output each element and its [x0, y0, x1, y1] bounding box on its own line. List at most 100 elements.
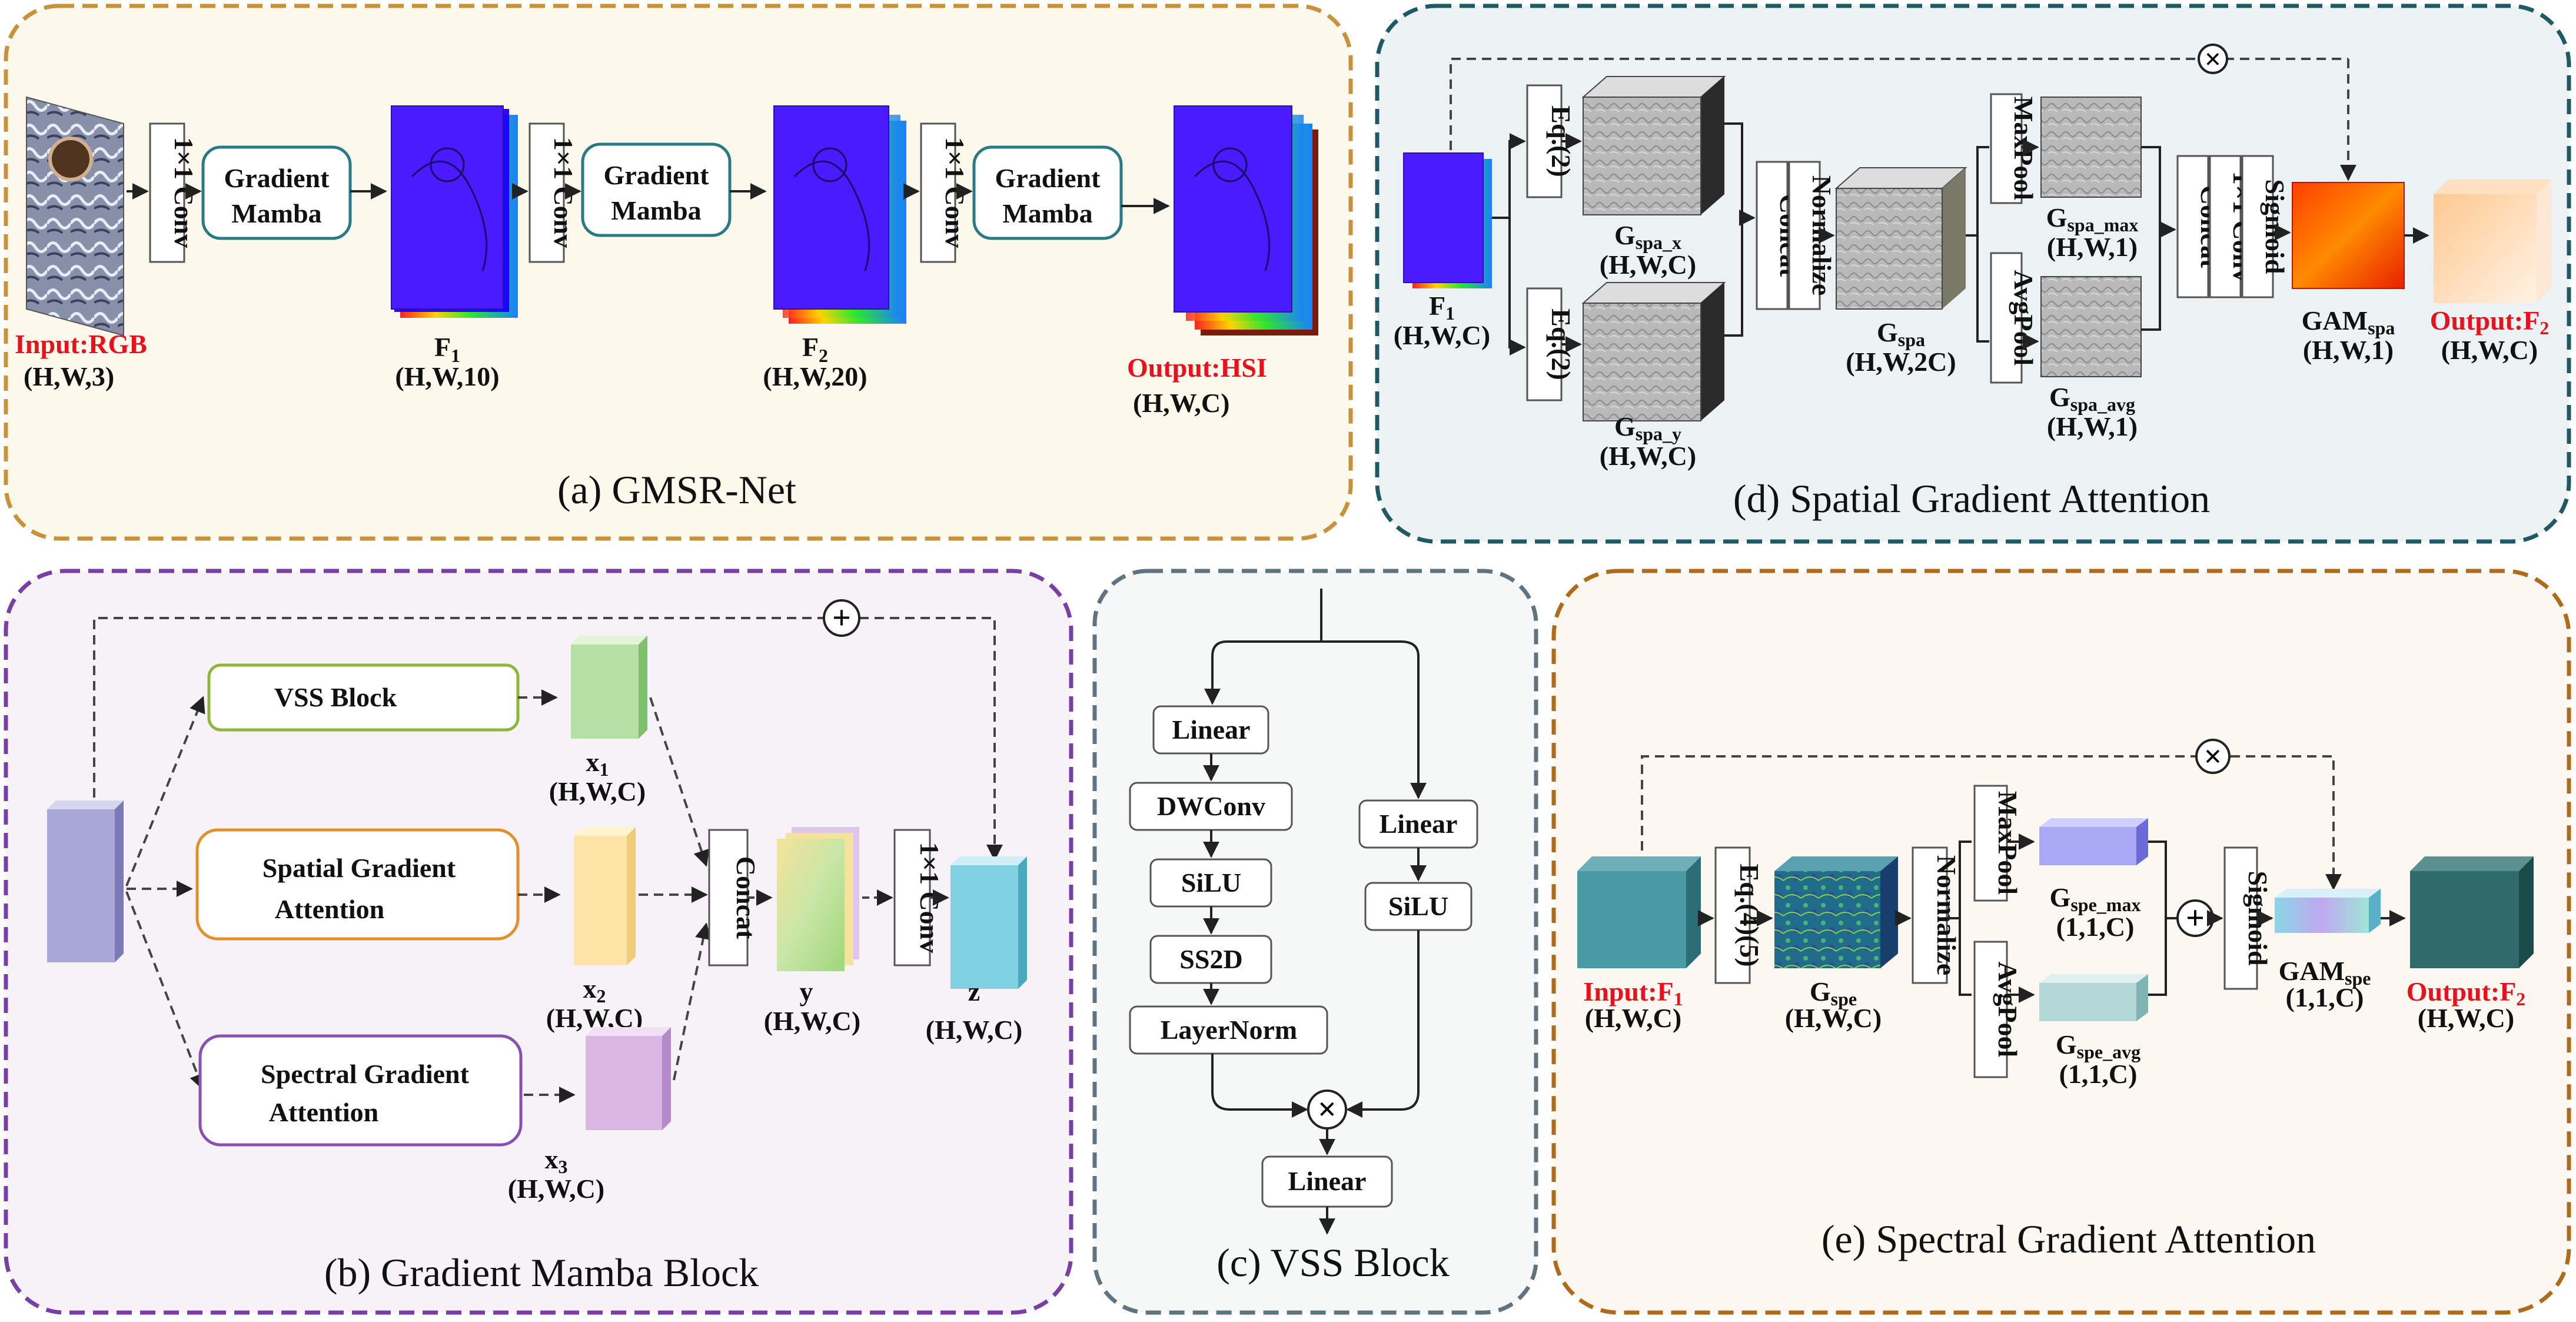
e-g-spe-avg-label: Gspe_avg [2056, 1029, 2140, 1062]
d-concat-block [1756, 161, 1789, 310]
e-gam-spe-label: GAMspe [2279, 956, 2371, 989]
e-input-dim: (H,W,C) [1585, 1003, 1681, 1033]
panel-b-gradient-mamba-block: + VSS Block Spatial Gradient Attention S… [4, 569, 1073, 1315]
panel-a-gmsr-net: Input:RGB (H,W,3) 1×1 Conv Gradient Mamb… [4, 4, 1353, 541]
e-g-spe-cube [1774, 856, 1898, 968]
gradient-mamba-2 [581, 142, 732, 237]
panel-c-frame [1092, 569, 1538, 1315]
e-eq-label: Eq.(4)(5) [1734, 863, 1764, 966]
c-layernorm-block [1129, 1005, 1328, 1055]
input-rgb-image [26, 96, 124, 337]
b-vss-label: VSS Block [274, 682, 397, 712]
c-linear1-label: Linear [1172, 715, 1251, 745]
b-x3-label: x3 [545, 1144, 568, 1177]
panel-e-spectral-gradient-attention: × Input:F1 (H,W,C) Eq.(4)(5) Gspe (H,W,C… [1551, 569, 2571, 1315]
b-z-slab [950, 856, 1027, 989]
f2-label: F2 [802, 332, 828, 366]
panel-d-spatial-gradient-attention: F1 (H,W,C) × Eq.(2) Eq.(2) Gspa_x (H,W,C… [1375, 4, 2571, 544]
d-f1-dim: (H,W,C) [1394, 320, 1490, 350]
e-input-label: Input:F1 [1583, 976, 1683, 1009]
gm3-line1: Gradient [995, 163, 1101, 193]
b-y-dim: (H,W,C) [764, 1006, 860, 1036]
conv3-block [920, 122, 956, 263]
e-eq-block [1714, 846, 1751, 984]
b-y-stack [777, 827, 859, 971]
input-rgb-dim: (H,W,3) [24, 361, 114, 391]
f1-label: F1 [434, 332, 460, 366]
b-x3-slab [586, 1027, 671, 1130]
d-gam-spa-map [2292, 182, 2405, 289]
e-g-spe-dim: (H,W,C) [1785, 1003, 1882, 1033]
d-maxpool-block [1990, 93, 2023, 204]
panel-c-caption: (c) VSS Block [1216, 1240, 1449, 1285]
f2-dim: (H,W,20) [763, 361, 867, 391]
gradient-mamba-3 [972, 145, 1123, 240]
c-linear3-label: Linear [1288, 1166, 1367, 1196]
b-spega-line1: Spectral Gradient [261, 1059, 470, 1089]
b-conv-label: 1×1 Conv [915, 842, 945, 954]
d-multiply-symbol: × [2205, 42, 2222, 75]
e-normalize-block [1912, 846, 1948, 984]
d-g-spa-y-cube [1581, 282, 1726, 421]
b-concat-block [708, 829, 749, 966]
e-g-spe-avg-dim: (1,1,C) [2059, 1059, 2138, 1089]
e-g-spe-avg-bar [2039, 974, 2148, 1021]
panel-a-frame [4, 4, 1353, 541]
b-plus-symbol: + [832, 600, 851, 636]
e-normalize-label: Normalize [1932, 855, 1962, 975]
gm2-line2: Mamba [611, 195, 701, 225]
gradient-mamba-1 [201, 145, 352, 240]
b-sga-line1: Spatial Gradient [262, 853, 456, 883]
e-avgpool-block [1973, 941, 2008, 1078]
b-spectral-attention-block [198, 1034, 523, 1147]
d-g-spa-y-label: Gspa_y [1614, 411, 1681, 444]
b-spatial-attention-block [195, 828, 520, 941]
d-normalize-block [1788, 161, 1821, 310]
b-x1-dim: (H,W,C) [549, 776, 646, 806]
d-avgpool-block [1990, 252, 2023, 384]
d-g-spa-max-label: Gspa_max [2046, 202, 2139, 235]
d-output-dim: (H,W,C) [2441, 335, 2538, 365]
d-g-spa-max-map [2040, 97, 2142, 198]
c-silu2-label: SiLU [1388, 891, 1448, 921]
d-multiply-node [2198, 44, 2228, 74]
e-g-spe-max-bar [2039, 818, 2148, 865]
e-gam-spe-dim: (1,1,C) [2286, 982, 2364, 1012]
d-gam-spa-dim: (H,W,1) [2303, 335, 2394, 365]
e-g-spe-max-dim: (1,1,C) [2056, 912, 2135, 942]
d-output-label: Output:F2 [2430, 305, 2550, 338]
d-g-spa-x-dim: (H,W,C) [1600, 250, 1696, 280]
e-multiply-symbol: × [2204, 739, 2222, 774]
d-g-spa-dim: (H,W,2C) [1846, 347, 1956, 377]
b-concat-label: Concat [731, 856, 761, 939]
c-linear2-label: Linear [1380, 809, 1458, 839]
d-g-spa-label: Gspa [1877, 317, 1925, 350]
d-output-f2-cube [2434, 180, 2551, 303]
d-f1-stack [1403, 152, 1492, 288]
c-dwconv-label: DWConv [1157, 791, 1265, 821]
b-x1-slab [571, 636, 647, 739]
conv1-block [149, 122, 185, 263]
panel-d-caption: (d) Spatial Gradient Attention [1733, 476, 2210, 521]
d-g-spa-avg-map [2040, 276, 2142, 377]
output-hsi-stack [1174, 105, 1318, 336]
c-layernorm-label: LayerNorm [1161, 1015, 1297, 1045]
b-conv-block [893, 829, 931, 966]
conv2-block [529, 122, 565, 263]
e-output-cube [2410, 856, 2534, 968]
gm3-line2: Mamba [1002, 198, 1092, 228]
f1-dim: (H,W,10) [395, 361, 499, 391]
c-silu1-label: SiLU [1181, 868, 1241, 898]
d-sigmoid-label: Sigmoid [2260, 179, 2290, 274]
panel-e-caption: (e) Spectral Gradient Attention [1822, 1217, 2316, 1261]
feature-f2-stack [773, 105, 906, 324]
e-g-spe-label: Gspe [1810, 976, 1857, 1009]
b-x3-dim: (H,W,C) [508, 1174, 604, 1204]
output-hsi-dim: (H,W,C) [1133, 388, 1229, 418]
d-avgpool-label: AvgPool [2009, 270, 2039, 366]
b-sga-line2: Attention [275, 894, 385, 924]
d-g-spa-avg-dim: (H,W,1) [2047, 411, 2138, 441]
d-g-spa-max-dim: (H,W,1) [2047, 232, 2138, 262]
d-g-spa-y-dim: (H,W,C) [1600, 441, 1696, 471]
